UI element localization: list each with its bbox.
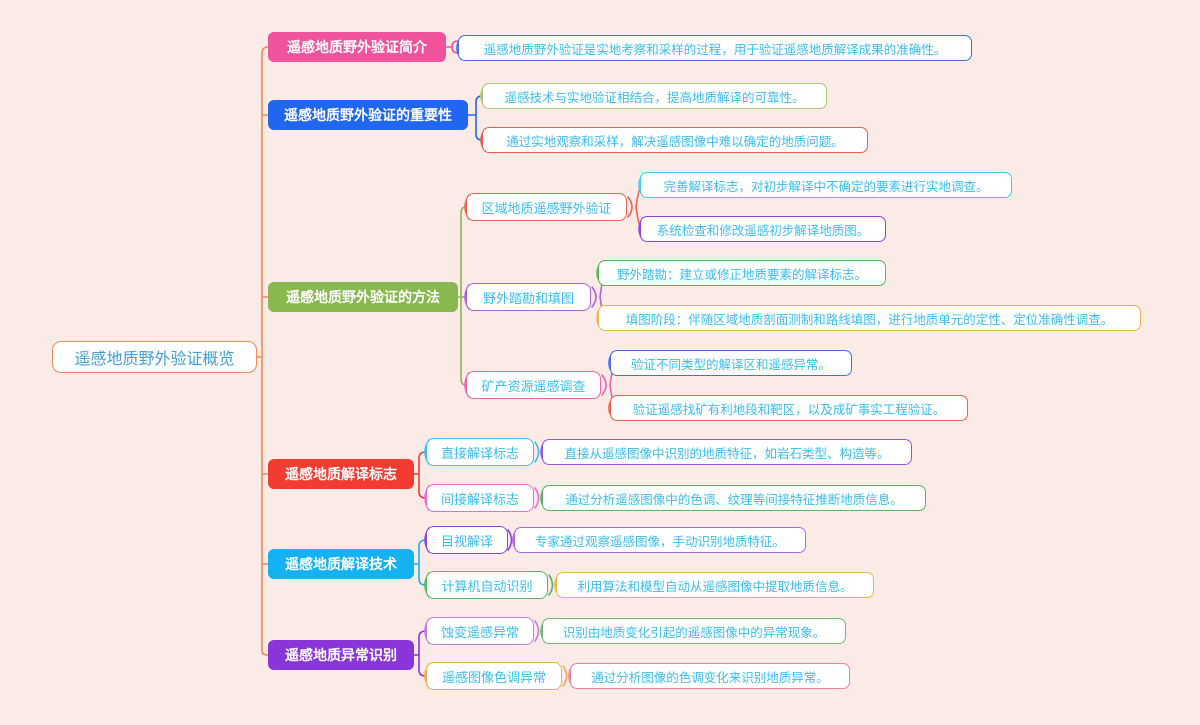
mineral-survey-node[interactable]: 矿产资源遥感调查: [466, 371, 601, 399]
root-connector: [256, 46, 269, 656]
visual-interp-node[interactable]: 目视解译: [426, 526, 508, 554]
tone-anomaly-node[interactable]: 遥感图像色调异常: [426, 662, 562, 690]
importance-detail-node[interactable]: 遥感技术与实地验证相结合，提高地质解译的可靠性。: [482, 83, 827, 109]
branch4-connector: [413, 451, 427, 499]
branch-importance-node[interactable]: 遥感地质野外验证的重要性: [268, 100, 468, 130]
branch-interp-signs-node[interactable]: 遥感地质解译标志: [268, 459, 414, 489]
intro-detail-node[interactable]: 遥感地质野外验证是实地考察和采样的过程，用于验证遥感地质解译成果的准确性。: [458, 35, 972, 61]
regional-detail-node[interactable]: 完善解译标志，对初步解译中不确定的要素进行实地调查。: [640, 172, 1012, 198]
mineral-detail-node[interactable]: 验证遥感找矿有利地段和靶区，以及成矿事实工程验证。: [610, 395, 968, 421]
indirect-sign-node[interactable]: 间接解译标志: [426, 484, 534, 512]
importance-detail-node[interactable]: 通过实地观察和采样，解决遥感图像中难以确定的地质问题。: [482, 127, 868, 153]
branch-anomaly-node[interactable]: 遥感地质异常识别: [268, 640, 414, 670]
branch5-connector: [413, 539, 427, 586]
mineral-detail-node[interactable]: 验证不同类型的解译区和遥感异常。: [610, 350, 852, 376]
visual-interp-detail-node[interactable]: 专家通过观察遥感图像，手动识别地质特征。: [514, 527, 806, 553]
recon-detail-node[interactable]: 野外踏勘：建立或修正地质要素的解译标志。: [598, 260, 886, 286]
recon-mapping-node[interactable]: 野外踏勘和填图: [466, 283, 591, 311]
auto-recog-node[interactable]: 计算机自动识别: [426, 571, 548, 599]
branch2-connector: [467, 95, 483, 141]
mapping-detail-node[interactable]: 填图阶段：伴随区域地质剖面测制和路线填图，进行地质单元的定性、定位准确性调查。: [598, 305, 1141, 331]
indirect-sign-detail-node[interactable]: 通过分析遥感图像中的色调、纹理等间接特征推断地质信息。: [542, 485, 926, 511]
root-node[interactable]: 遥感地质野外验证概览: [52, 341, 257, 373]
direct-sign-node[interactable]: 直接解译标志: [426, 438, 534, 466]
branch-interp-tech-node[interactable]: 遥感地质解译技术: [268, 549, 414, 579]
branch-methods-node[interactable]: 遥感地质野外验证的方法: [268, 282, 458, 312]
regional-verification-node[interactable]: 区域地质遥感野外验证: [466, 193, 627, 221]
branch3-connector: [457, 206, 467, 386]
branch-intro-node[interactable]: 遥感地质野外验证简介: [268, 32, 446, 62]
alteration-detail-node[interactable]: 识别由地质变化引起的遥感图像中的异常现象。: [542, 618, 846, 644]
auto-recog-detail-node[interactable]: 利用算法和模型自动从遥感图像中提取地质信息。: [556, 572, 874, 598]
direct-sign-detail-node[interactable]: 直接从遥感图像中识别的地质特征，如岩石类型、构造等。: [542, 439, 912, 465]
branch1-connector: [445, 40, 459, 54]
tone-anomaly-detail-node[interactable]: 通过分析图像的色调变化来识别地质异常。: [570, 663, 850, 689]
regional-detail-node[interactable]: 系统检查和修改遥感初步解译地质图。: [640, 216, 886, 242]
alteration-anomaly-node[interactable]: 蚀变遥感异常: [426, 617, 534, 645]
branch6-connector: [413, 630, 427, 677]
